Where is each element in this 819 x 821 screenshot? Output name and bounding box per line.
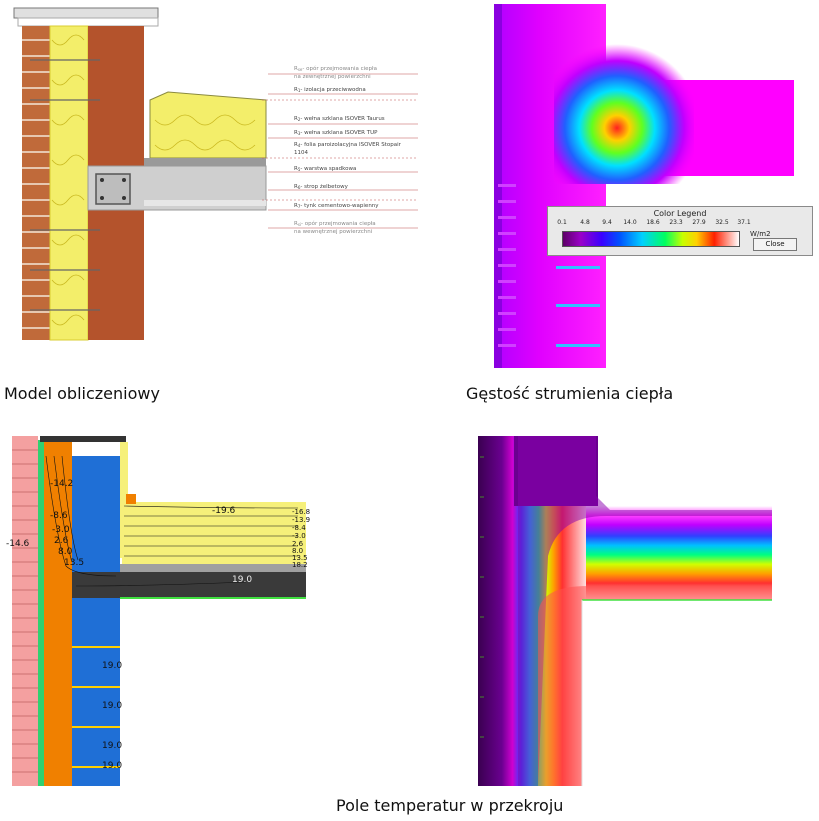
color-legend: Color Legend 0.1 4.8 9.4 14.0 18.6 23.3 … [547,206,813,256]
legend-tick: 32.5 [715,219,729,226]
legend-color-bar [562,231,740,247]
legend-title: Color Legend [653,209,707,218]
legend-tick: 14.0 [623,219,637,226]
label-rse: Rse- opór przejmowania ciepła [294,65,377,72]
legend-tick: 27.9 [692,219,706,226]
label-rse-sub: na zewnętrznej powierzchni [294,74,371,80]
isotherm-label: 13.5 [292,554,308,562]
label-r1: R1- izolacja przeciwwodna [294,87,366,93]
legend-tick: 18.6 [646,219,660,226]
label-r7: R7- tynk cementowo-wapienny [294,203,379,209]
flux-map [494,4,804,368]
isotherm-label: -13.9 [292,516,310,524]
label-r3: R3- wełna szklana ISOVER TUP [294,130,378,136]
isotherm-label: 2.6 [292,540,304,548]
isotherm-panel: -14.6 -14.2 -8.6 -3.0 2.6 8.0 13.5 -19.6… [6,436,310,788]
legend-tick: 23.3 [669,219,683,226]
isotherm-label: -8.6 [50,511,68,521]
legend-tick: 0.1 [557,219,567,226]
isotherm-label: 19.0 [102,761,122,771]
isotherm-label: -8.4 [292,524,306,532]
legend-ticks: 0.1 4.8 9.4 14.0 18.6 23.3 27.9 32.5 37.… [557,219,751,229]
isotherm-label: -16.8 [292,508,310,516]
isotherm-label: 8.0 [58,547,73,557]
isotherm-label: 19.0 [232,575,252,585]
label-r6: R6- strop żelbetowy [294,184,349,190]
isotherm-label: 19.0 [102,741,122,751]
isotherm-label: -19.6 [212,506,236,516]
temperature-map [478,436,774,786]
isotherm-label: 8.0 [292,547,303,555]
caption-flux: Gęstość strumienia ciepła [466,384,674,403]
isotherm-label: 19.0 [102,701,122,711]
isotherm-label: -3.0 [292,532,306,540]
legend-tick: 9.4 [602,219,612,226]
flux-panel [494,4,804,368]
isotherm-label: 19.0 [102,661,122,671]
label-r2: R2- wełna szklana ISOVER Taurus [294,116,385,122]
legend-close-button[interactable]: Close [753,238,797,251]
isotherm-label: 18.2 [292,561,308,569]
caption-temperature: Pole temperatur w przekroju [336,796,564,815]
isotherm-label: 2.6 [54,536,69,546]
model-panel: Rse- opór przejmowania ciepła na zewnętr… [0,0,440,360]
label-r5: R5- warstwa spadkowa [294,166,356,172]
isotherm-label: -3.0 [52,525,70,535]
legend-tick: 37.1 [737,219,751,226]
model-label-list: Rse- opór przejmowania ciepła na zewnętr… [294,65,402,235]
legend-unit: W/m2 [750,230,771,238]
label-rsi: Rsi- opór przejmowania ciepła [294,220,376,227]
temperature-panel [478,436,774,786]
isotherm-label: -14.2 [50,479,73,489]
label-r4-sub: 1104 [294,150,308,156]
caption-model: Model obliczeniowy [4,384,160,403]
isotherm-label: 13.5 [64,558,84,568]
isotherm-drawing: -14.6 -14.2 -8.6 -3.0 2.6 8.0 13.5 -19.6… [6,436,310,786]
legend-tick: 4.8 [580,219,590,226]
label-r4: R4- folia paroizolacyjna ISOVER Stopair [294,142,402,148]
isotherm-label: -14.6 [6,539,30,549]
label-rsi-sub: na wewnętrznej powierzchni [294,229,373,235]
model-drawing: Rse- opór przejmowania ciepła na zewnętr… [13,7,418,341]
